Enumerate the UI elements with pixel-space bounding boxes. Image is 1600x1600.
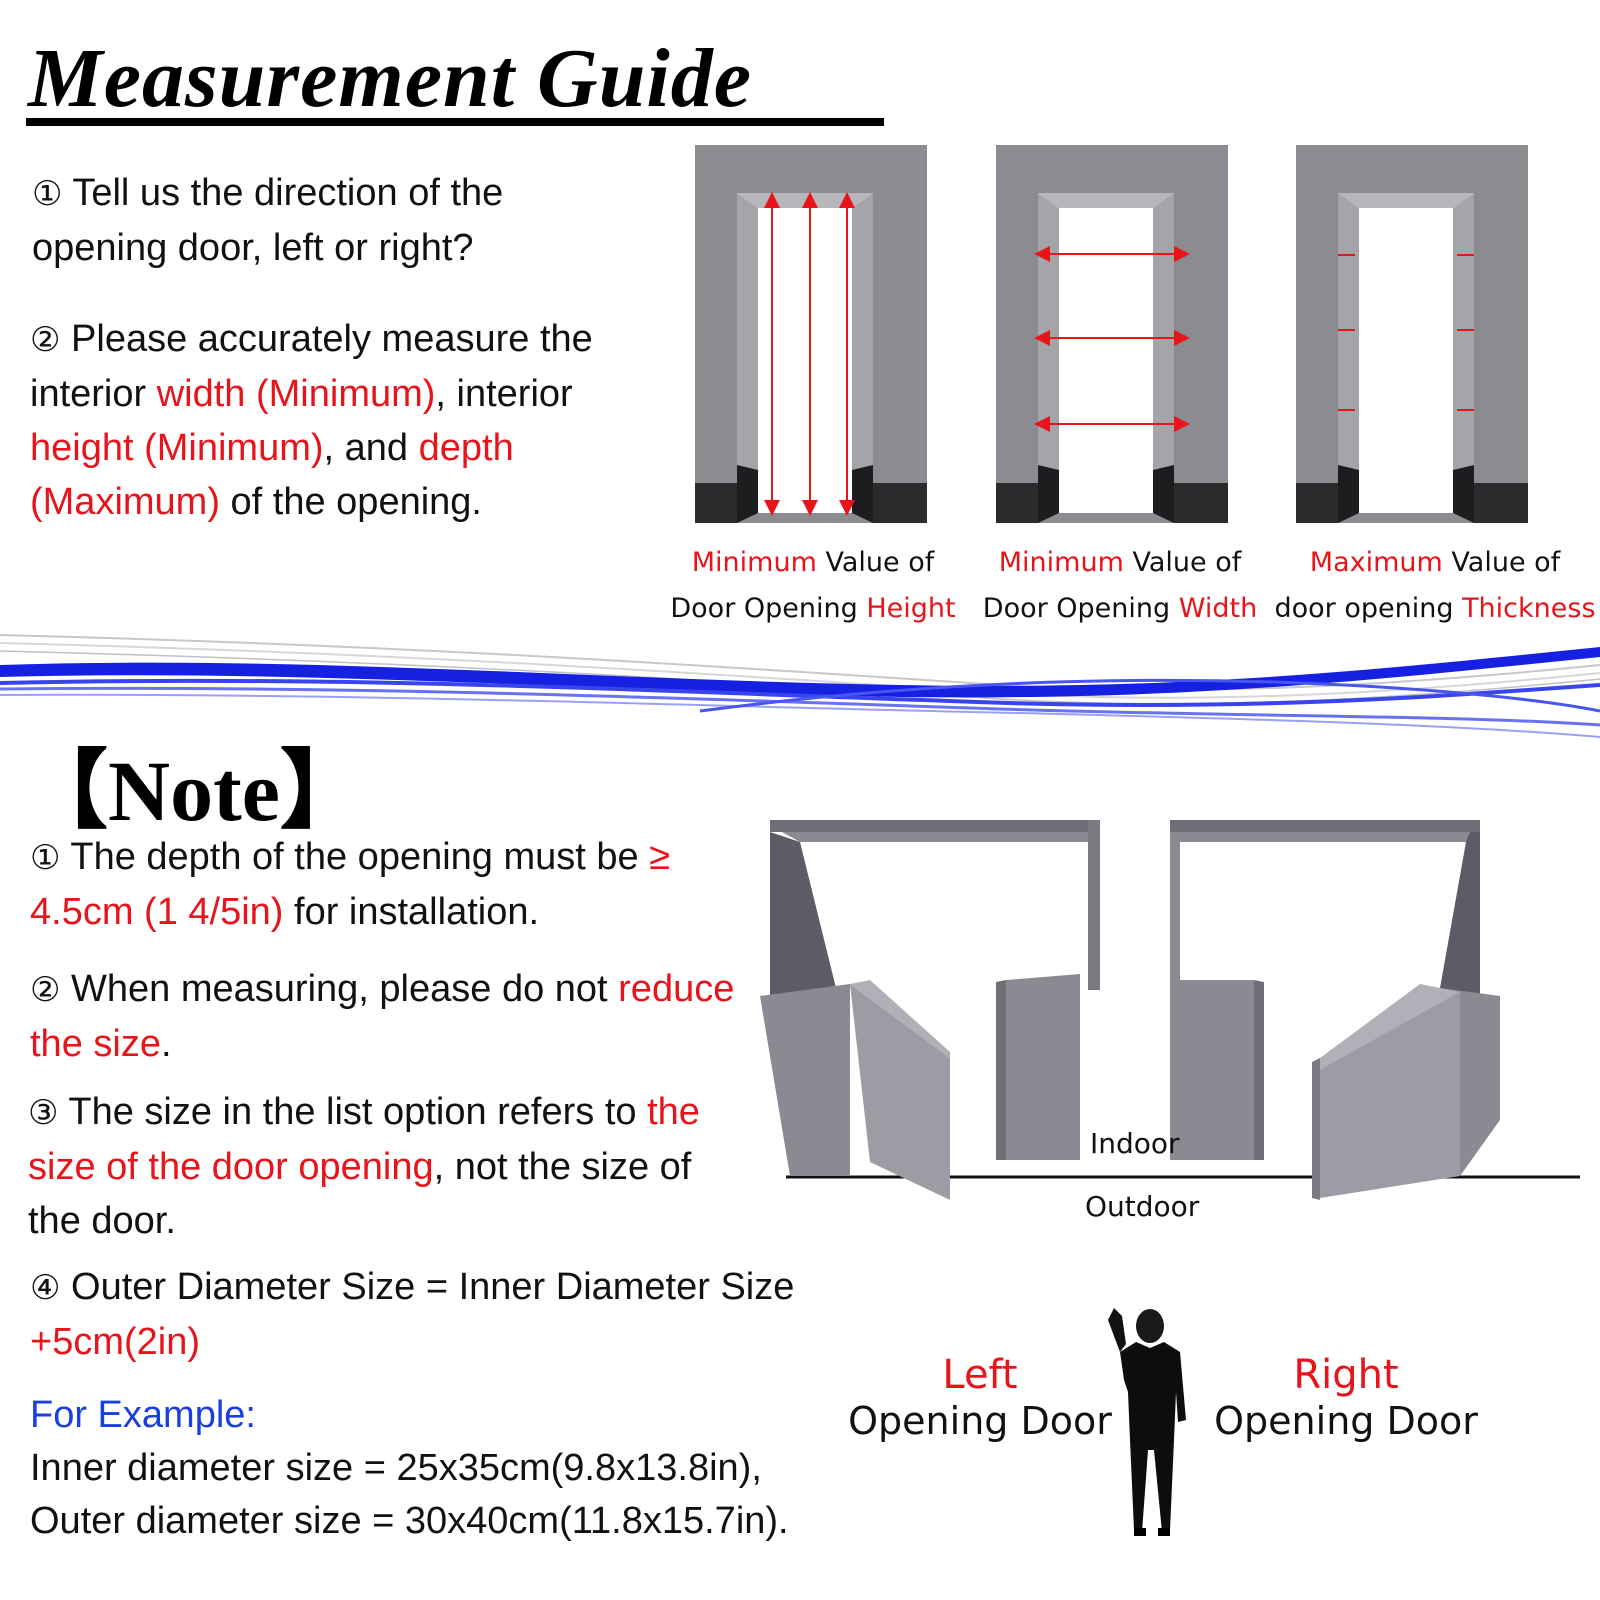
- note-item-1: ① The depth of the opening must be ≥ 4.5…: [30, 836, 671, 933]
- example-outer: Outer diameter size = 30x40cm(11.8x15.7i…: [30, 1500, 789, 1542]
- step-text: Tell us the direction of the opening doo…: [32, 172, 504, 269]
- page-title: Measurement Guide: [28, 32, 753, 125]
- example-label: For Example:: [30, 1394, 256, 1436]
- left-opening-label: Left Opening Door: [848, 1352, 1112, 1443]
- guide-step-1: ① Tell us the direction of the opening d…: [32, 166, 632, 275]
- right-opening-label: Right Opening Door: [1214, 1352, 1478, 1443]
- note-title: 【Note】: [22, 743, 366, 839]
- height-diagram: [695, 145, 927, 523]
- indoor-label: Indoor: [1090, 1127, 1180, 1160]
- wave-divider: [0, 634, 1600, 738]
- depth-max-text: depth (Maximum): [30, 427, 514, 523]
- outdoor-label: Outdoor: [1085, 1190, 1200, 1223]
- person-figure: [1108, 1308, 1186, 1536]
- opening-door-diagram: [760, 820, 1580, 1200]
- step-number: ①: [32, 174, 63, 214]
- note-item-2: ② When measuring, please do not reduce t…: [30, 968, 735, 1065]
- height-min-text: height (Minimum): [30, 427, 324, 469]
- caption-height: Minimum Value of Door Opening Height: [670, 547, 956, 624]
- caption-width: Minimum Value of Door Opening Width: [982, 547, 1258, 624]
- note-item-4: ④ Outer Diameter Size = Inner Diameter S…: [30, 1266, 795, 1363]
- width-min-text: width (Minimum): [156, 373, 436, 415]
- title-underline: [26, 118, 884, 126]
- left-door-frame: [760, 820, 1100, 1200]
- door-frame-diagrams: [695, 145, 1528, 523]
- caption-thickness: Maximum Value of door opening Thickness: [1274, 547, 1596, 624]
- guide-step-2: ② Please accurately measure the interior…: [30, 318, 593, 523]
- thickness-diagram: [1296, 145, 1528, 523]
- note-item-3: ③ The size in the list option refers to …: [28, 1091, 700, 1242]
- right-door-frame: [1170, 820, 1500, 1200]
- width-diagram: [996, 145, 1228, 523]
- example-inner: Inner diameter size = 25x35cm(9.8x13.8in…: [30, 1447, 762, 1489]
